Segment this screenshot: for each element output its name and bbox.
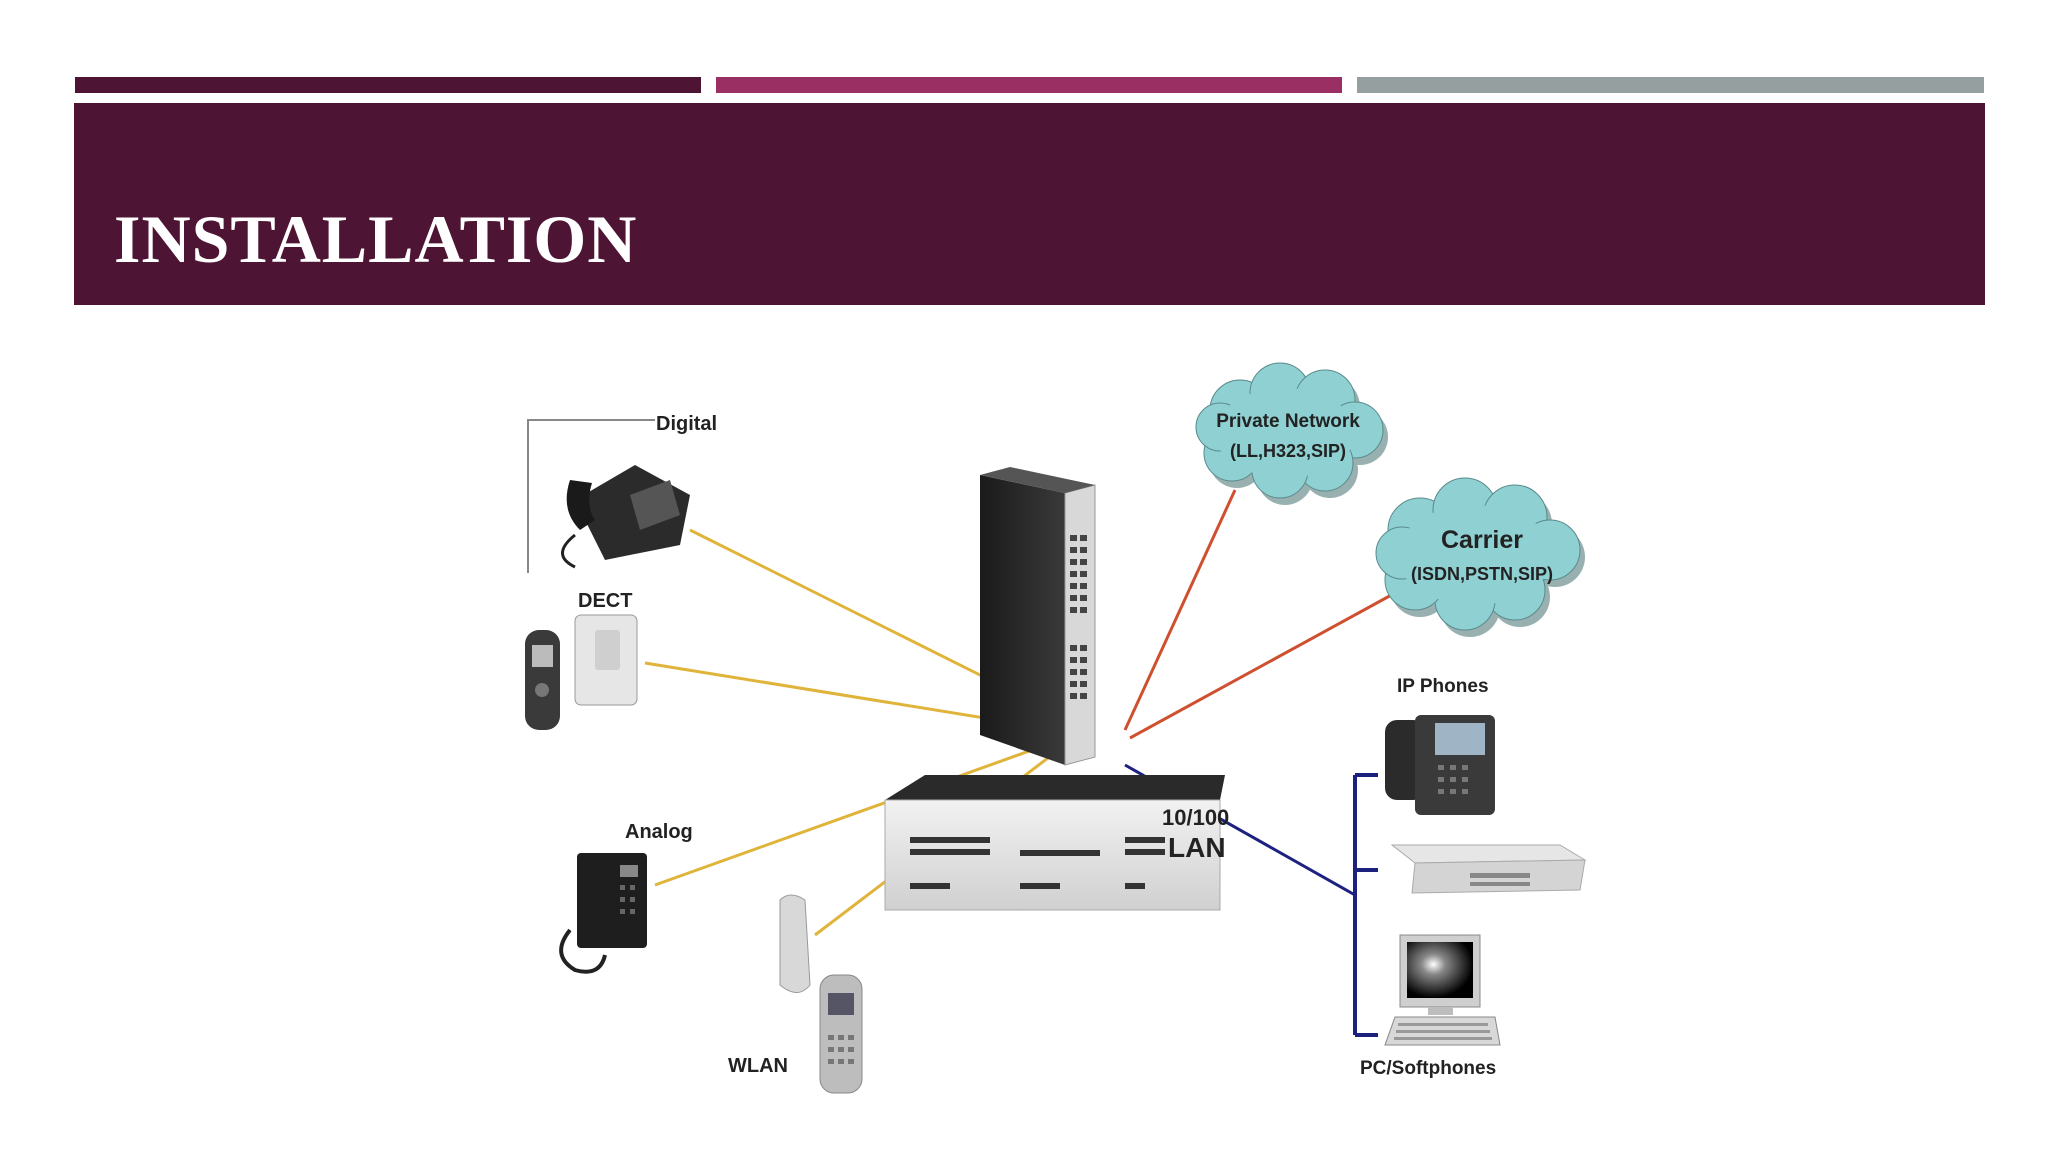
link-carrier	[1129, 591, 1396, 740]
accent-bar-dark	[75, 77, 701, 93]
digital-label: Digital	[656, 413, 717, 435]
network-diagram: Private Network (LL,H323,SIP) Carrier (I…	[525, 362, 1587, 1094]
pbx-box-icon: 10/100 LAN	[884, 775, 1229, 911]
lan-label: LAN	[1168, 832, 1226, 863]
link-analog	[654, 738, 1061, 887]
pbx-rack-icon	[980, 467, 1096, 766]
ip-phone-icon	[1385, 715, 1495, 815]
pc-icon	[1384, 934, 1501, 1046]
lan-speed-label: 10/100	[1162, 805, 1229, 830]
carrier-protocols-label: (ISDN,PSTN,SIP)	[1411, 564, 1553, 584]
private-network-protocols-label: (LL,H323,SIP)	[1230, 441, 1346, 461]
bracket-line	[527, 419, 655, 573]
private-network-cloud: Private Network (LL,H323,SIP)	[1195, 362, 1388, 505]
digital-phone-icon	[561, 465, 690, 569]
wlan-device-icon	[779, 894, 863, 1094]
pc-softphones-label: PC/Softphones	[1360, 1058, 1496, 1079]
title-band: INSTALLATION	[74, 103, 1985, 305]
wlan-label: WLAN	[728, 1055, 788, 1077]
carrier-label: Carrier	[1441, 526, 1523, 554]
private-network-label: Private Network	[1216, 411, 1360, 432]
accent-bar-gray	[1357, 77, 1984, 93]
link-private-network	[1123, 489, 1237, 731]
link-dect	[644, 661, 1041, 729]
dect-device-icon	[525, 614, 638, 730]
dect-label: DECT	[578, 590, 632, 612]
analog-label: Analog	[625, 821, 693, 843]
analog-phone-icon	[559, 853, 647, 974]
page-title: INSTALLATION	[114, 201, 638, 277]
ip-phones-label: IP Phones	[1397, 676, 1489, 697]
accent-bar-magenta	[716, 77, 1342, 93]
lan-switch-icon	[1390, 844, 1587, 894]
carrier-cloud: Carrier (ISDN,PSTN,SIP)	[1375, 477, 1585, 637]
